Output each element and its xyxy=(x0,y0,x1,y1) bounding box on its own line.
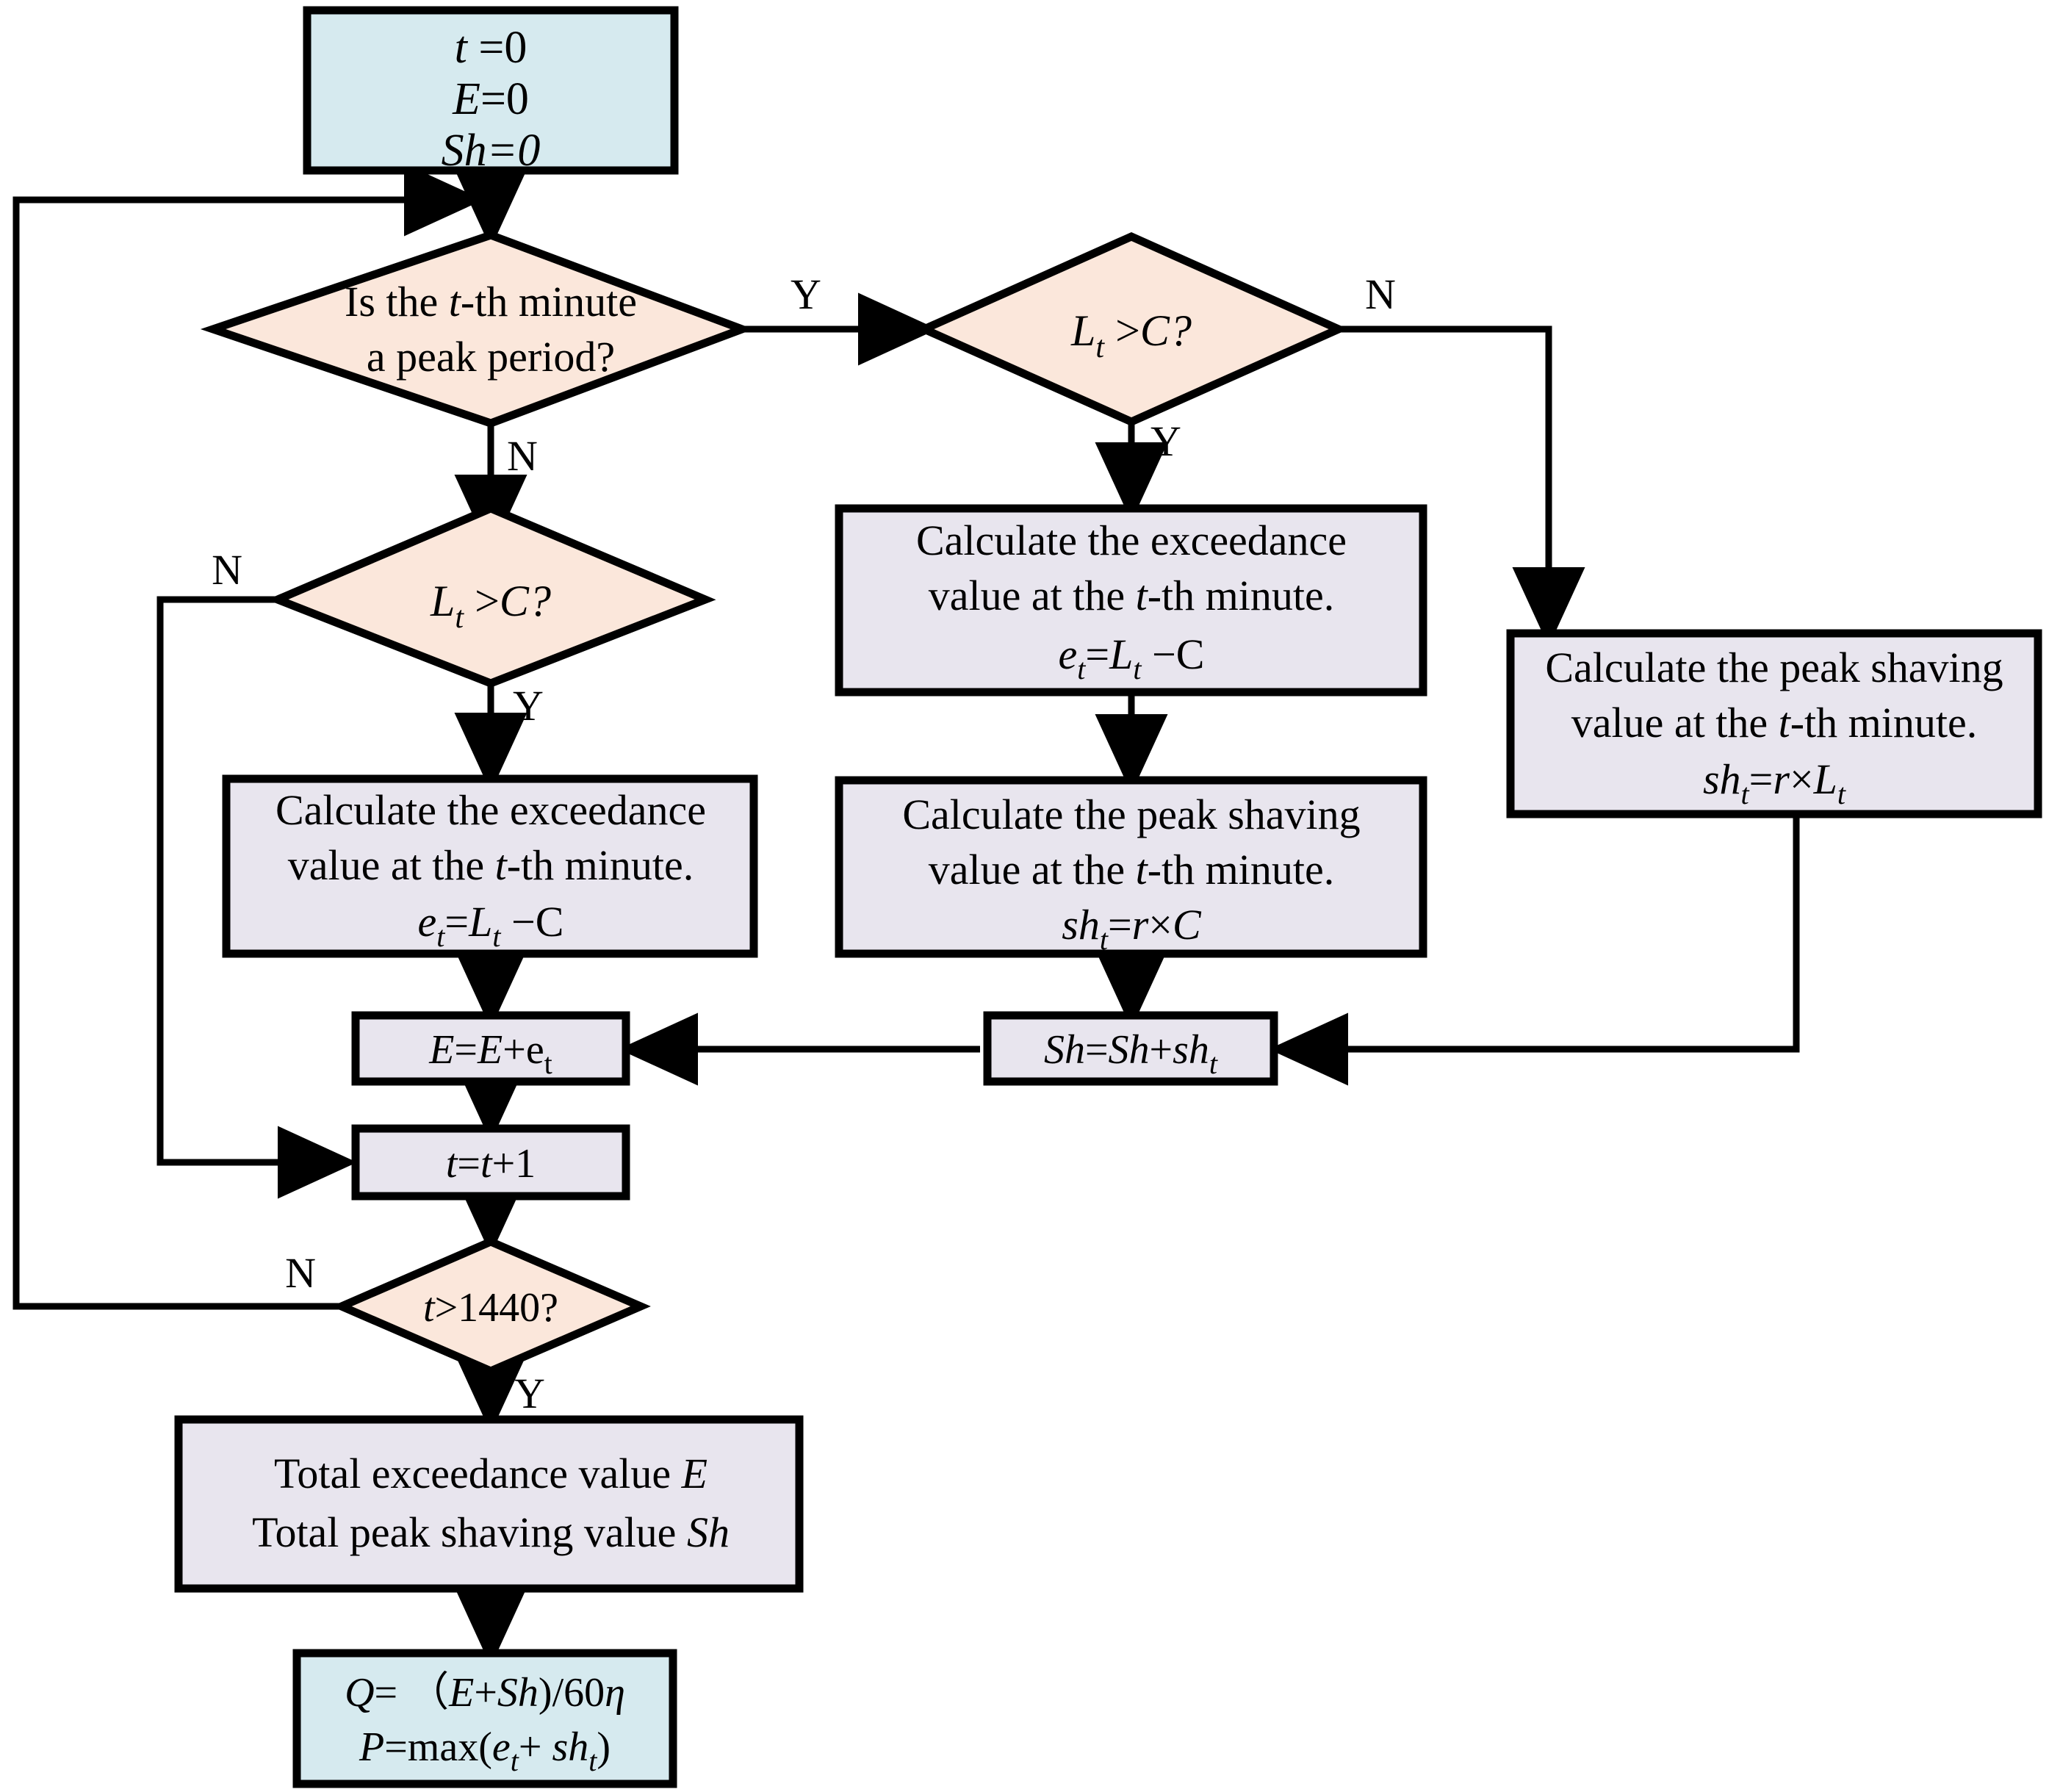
edge-label-peak-yes: Y xyxy=(791,270,821,318)
edge-label-loop-no: N xyxy=(285,1249,316,1297)
edge-shavinglt-to-accsh xyxy=(1269,814,1800,1086)
node-proc-peak-shaving-lt[interactable]: Calculate the peak shaving value at the … xyxy=(1506,629,2042,818)
node-increment-t[interactable]: t=t+1 xyxy=(351,1124,630,1201)
proc-offpeak-exc-line-2: value at the t-th minute. xyxy=(288,841,694,889)
acc-shaving-label: Sh=Sh+sht xyxy=(1044,1027,1218,1080)
proc-peak-exc-line-2: value at the t-th minute. xyxy=(929,572,1334,619)
node-decision-t-gt-1440[interactable]: t>1440? xyxy=(331,1237,651,1375)
node-start[interactable]: t =0 E=0 Sh=0 xyxy=(303,6,679,176)
start-line-1: t =0 xyxy=(455,23,527,73)
edges-group xyxy=(12,163,1800,1666)
edge-label-peak-no: N xyxy=(507,432,538,480)
totals-line-2: Total peak shaving value Sh xyxy=(252,1508,730,1556)
proc-shaving-lt-line-2: value at the t-th minute. xyxy=(1571,699,1977,746)
edge-offpeaklt-no xyxy=(156,596,357,1199)
totals-line-1: Total exceedance value E xyxy=(274,1450,707,1497)
edge-peaklt-no xyxy=(1339,325,1585,647)
proc-shaving-lt-line-1: Calculate the peak shaving xyxy=(1545,644,2003,691)
node-proc-offpeak-exceedance[interactable]: Calculate the exceedance value at the t-… xyxy=(222,774,758,958)
proc-shaving-c-line-2: value at the t-th minute. xyxy=(929,846,1334,893)
node-decision-peak-period[interactable]: Is the t-th minute a peak period? xyxy=(200,231,754,428)
node-decision-offpeak-lt-gt-c[interactable]: Lt >C? xyxy=(267,504,716,688)
node-proc-peak-shaving-c[interactable]: Calculate the peak shaving value at the … xyxy=(835,776,1427,958)
start-line-3: Sh=0 xyxy=(442,126,541,176)
edge-loop-return xyxy=(12,163,483,1310)
edge-label-peaklt-no: N xyxy=(1365,270,1396,318)
decision-peak-line-2: a peak period? xyxy=(367,333,615,381)
proc-shaving-c-line-1: Calculate the peak shaving xyxy=(902,791,1360,838)
node-acc-shaving[interactable]: Sh=Sh+sht xyxy=(983,1011,1278,1086)
node-decision-peak-lt-gt-c[interactable]: Lt >C? xyxy=(914,231,1349,427)
result-line-1: Q= （E+Sh)/60η xyxy=(345,1670,625,1716)
decision-peaklt-label: Lt >C? xyxy=(1070,306,1192,364)
node-result[interactable]: Q= （E+Sh)/60η P=max(et+ sht) xyxy=(292,1649,677,1788)
edge-label-offpeaklt-no: N xyxy=(212,546,242,594)
proc-offpeak-exc-line-1: Calculate the exceedance xyxy=(276,786,706,834)
node-totals[interactable]: Total exceedance value E Total peak shav… xyxy=(174,1415,804,1593)
proc-shaving-lt-line-3: sht=r×Lt xyxy=(1703,755,1846,810)
decision-loop-label: t>1440? xyxy=(423,1285,558,1331)
increment-t-label: t=t+1 xyxy=(446,1141,536,1187)
node-acc-exceedance[interactable]: E=E+et xyxy=(351,1011,630,1086)
edge-label-offpeaklt-yes: Y xyxy=(513,682,544,730)
start-line-2: E=0 xyxy=(452,74,529,124)
edge-label-peaklt-yes: Y xyxy=(1150,417,1181,465)
acc-exceedance-label: E=E+et xyxy=(428,1027,552,1080)
decision-peak-line-1: Is the t-th minute xyxy=(345,278,637,325)
proc-peak-exc-line-3: et=Lt −C xyxy=(1059,630,1205,686)
proc-peak-exc-line-1: Calculate the exceedance xyxy=(916,517,1347,564)
decision-offpeaklt-label: Lt >C? xyxy=(430,577,551,635)
node-proc-peak-exceedance[interactable]: Calculate the exceedance value at the t-… xyxy=(835,504,1427,697)
proc-shaving-c-line-3: sht=r×C xyxy=(1062,901,1202,956)
result-line-2: P=max(et+ sht) xyxy=(359,1724,611,1777)
edge-label-loop-yes: Y xyxy=(514,1370,545,1417)
